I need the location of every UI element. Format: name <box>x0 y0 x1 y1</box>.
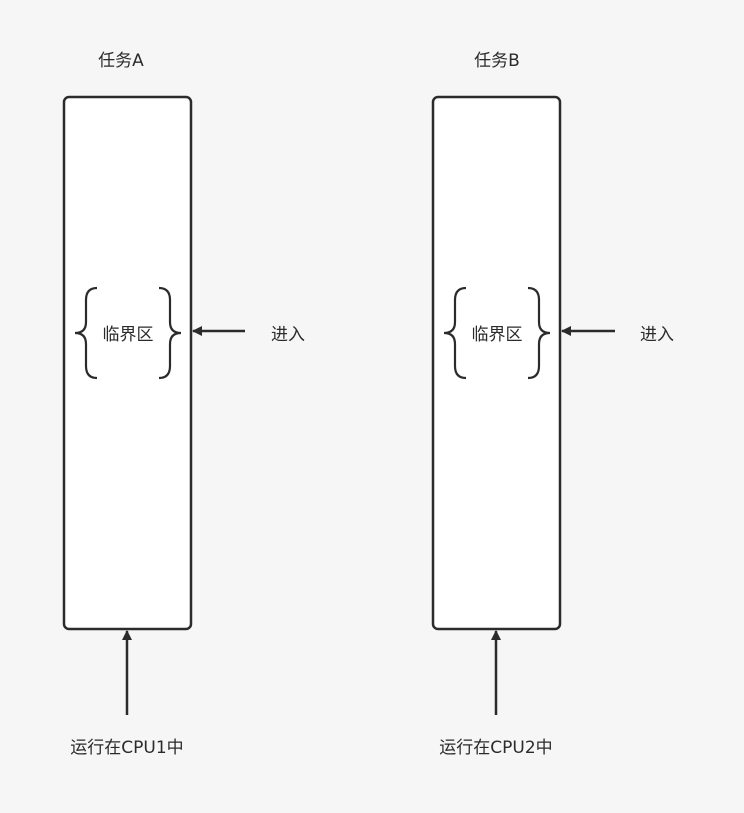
task-a-critical-section-label: 临界区 <box>103 325 154 345</box>
task-b-title: 任务B <box>474 51 520 71</box>
task-b-enter-label: 进入 <box>640 325 674 345</box>
task-a-right-brace <box>158 286 182 380</box>
task-b-critical-section-label: 临界区 <box>472 325 523 345</box>
task-b-group: 任务B 临界区 进入 运行在CPU2中 <box>431 51 674 758</box>
task-a-enter-label: 进入 <box>271 325 305 345</box>
task-a-left-brace <box>74 286 98 380</box>
task-a-box <box>62 95 193 631</box>
task-a-group: 任务A 临界区 进入 运行在CPU1中 <box>62 51 305 758</box>
task-b-box <box>431 95 562 631</box>
task-b-left-brace <box>443 286 467 380</box>
task-a-cpu-label: 运行在CPU1中 <box>70 738 183 758</box>
task-a-title: 任务A <box>98 51 144 71</box>
task-b-right-brace <box>527 286 551 380</box>
task-b-cpu-label: 运行在CPU2中 <box>439 738 552 758</box>
